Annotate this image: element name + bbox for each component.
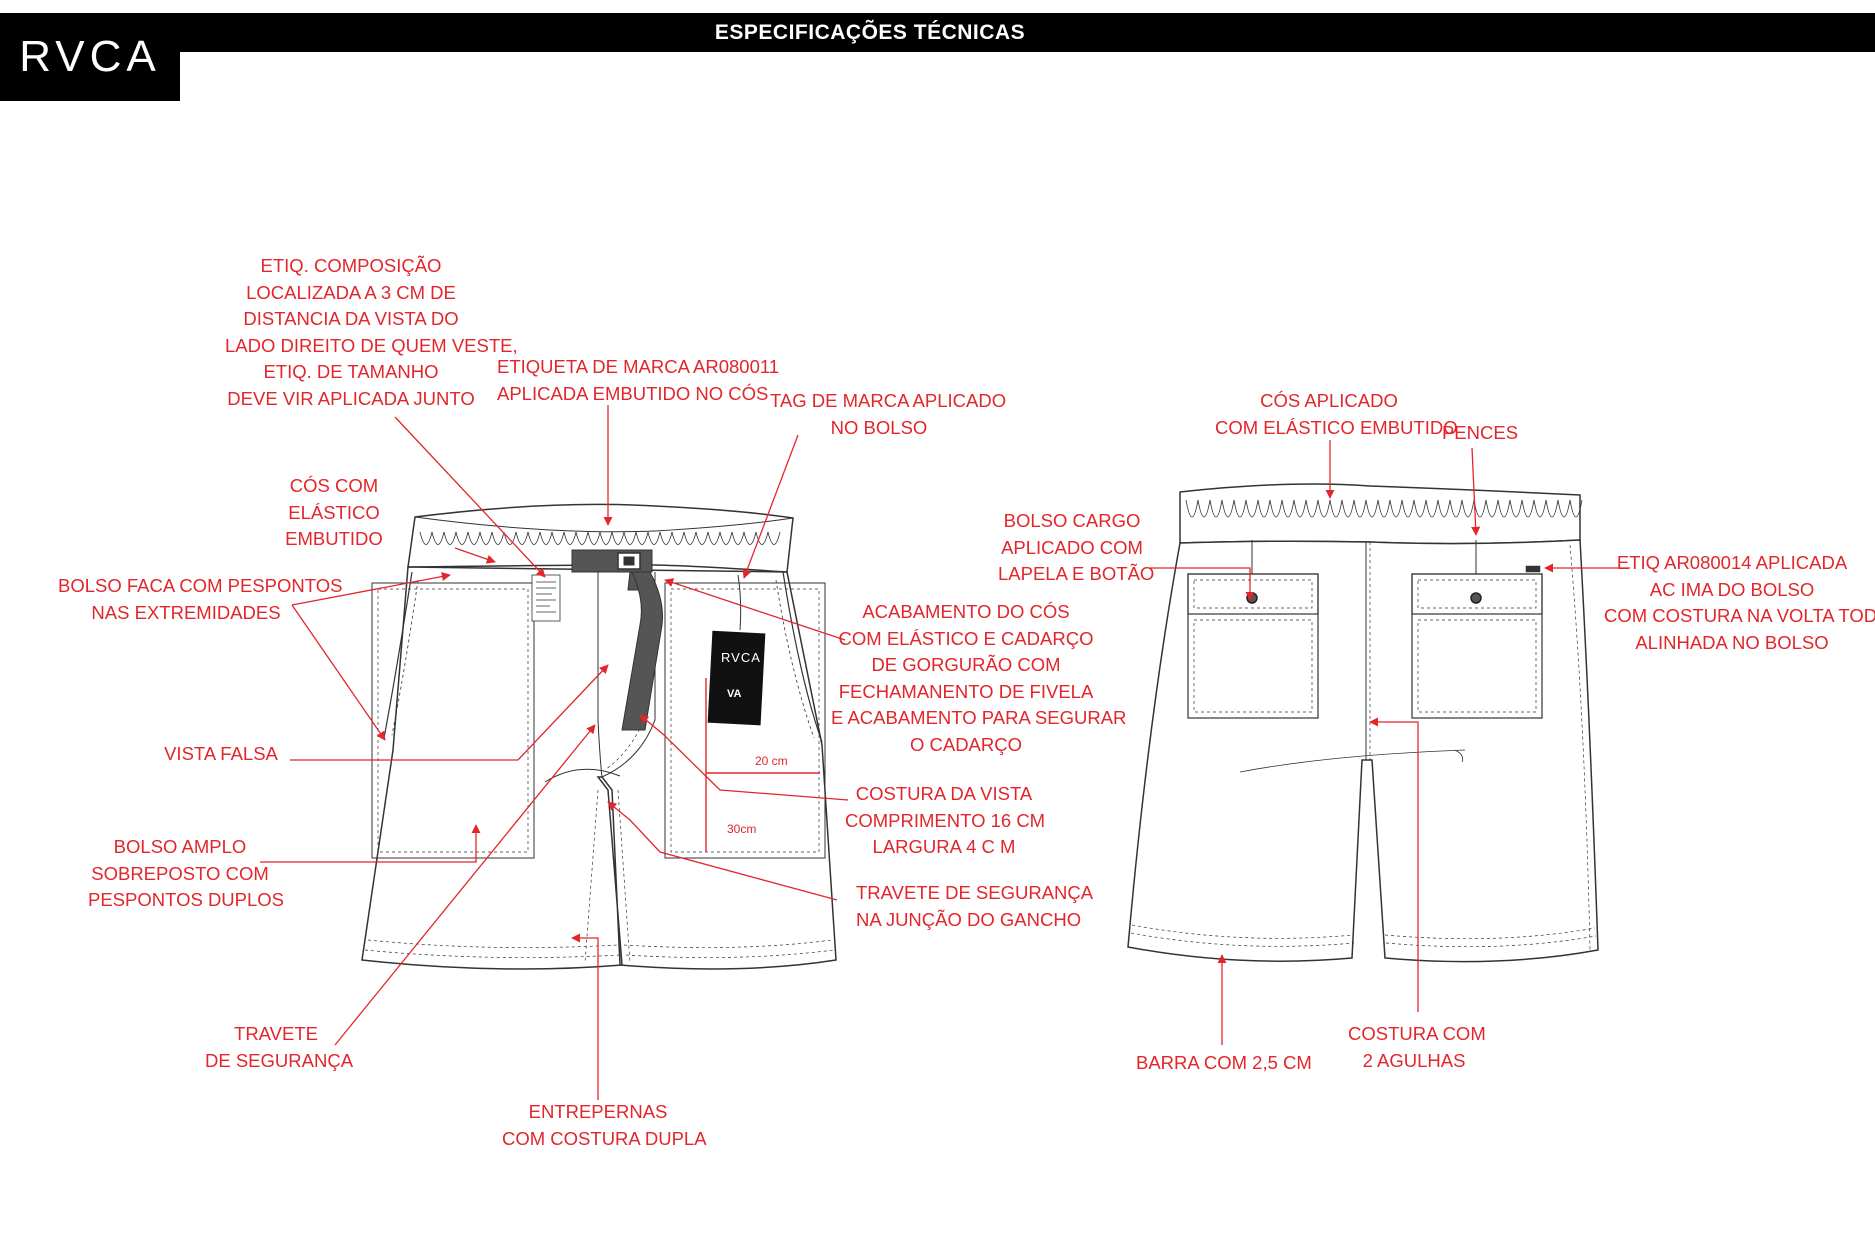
label-costura-vista: COSTURA DA VISTA COMPRIMENTO 16 CM LARGU…	[845, 783, 1046, 857]
front-elastic-gathers	[419, 531, 781, 545]
label-barra: BARRA COM 2,5 CM	[1136, 1052, 1312, 1073]
dimension-lines	[705, 678, 820, 852]
belt-buckle	[571, 549, 663, 731]
label-pences: PENCES	[1441, 422, 1519, 443]
logo-box	[0, 13, 180, 101]
leader-lines	[260, 405, 849, 1100]
hangtag-mark: VA	[727, 688, 742, 700]
back-shorts	[1127, 483, 1599, 963]
label-tag-marca: TAG DE MARCA APLICADO NO BOLSO	[770, 390, 1007, 438]
label-travete: TRAVETE DE SEGURANÇA	[205, 1023, 354, 1071]
label-etiq-composicao: ETIQ. COMPOSIÇÃO LOCALIZADA A 3 CM DE DI…	[225, 255, 518, 409]
front-shorts	[361, 503, 837, 970]
back-elastic-gathers	[1185, 499, 1583, 518]
leader-lines-back	[1150, 440, 1630, 1045]
label-bolso-amplo: BOLSO AMPLO SOBREPOSTO COM PESPONTOS DUP…	[88, 836, 285, 910]
label-acabamento-cos: ACABAMENTO DO CÓS COM ELÁSTICO E CADARÇO…	[831, 601, 1127, 755]
label-entrepernas: ENTREPERNAS COM COSTURA DUPLA	[502, 1101, 707, 1149]
label-cos-elastico: CÓS COM ELÁSTICO EMBUTIDO	[285, 475, 383, 549]
rvca-logo: RVCA	[19, 32, 161, 81]
page-title: ESPECIFICAÇÕES TÉCNICAS	[714, 21, 1026, 44]
label-bolso-cargo: BOLSO CARGO APLICADO COM LAPELA E BOTÃO	[998, 510, 1155, 584]
front-body	[361, 566, 837, 970]
label-etiqueta-marca: ETIQUETA DE MARCA AR080011 APLICADA EMBU…	[497, 356, 780, 404]
front-fly	[597, 572, 603, 778]
header-bar	[0, 13, 1875, 52]
label-etiq-ar080014: ETIQ AR080014 APLICADA AC IMA DO BOLSO C…	[1604, 552, 1875, 653]
back-waistband	[1179, 483, 1581, 545]
label-travete-gancho: TRAVETE DE SEGURANÇA NA JUNÇÃO DO GANCHO	[856, 882, 1094, 930]
dim-height-label: 30cm	[727, 822, 757, 836]
label-cos-aplicado: CÓS APLICADO COM ELÁSTICO EMBUTIDO	[1215, 390, 1458, 438]
label-bolso-faca: BOLSO FACA COM PESPONTOS NAS EXTREMIDADE…	[58, 575, 343, 623]
hangtag	[707, 574, 766, 726]
label-costura-agulhas: COSTURA COM 2 AGULHAS	[1348, 1023, 1486, 1071]
dim-width-label: 20 cm	[755, 754, 788, 768]
hangtag-logo: RVCA	[721, 650, 761, 665]
label-vista-falsa: VISTA FALSA	[164, 743, 278, 764]
front-patch-pocket-right	[664, 582, 826, 859]
composition-label	[531, 574, 561, 622]
